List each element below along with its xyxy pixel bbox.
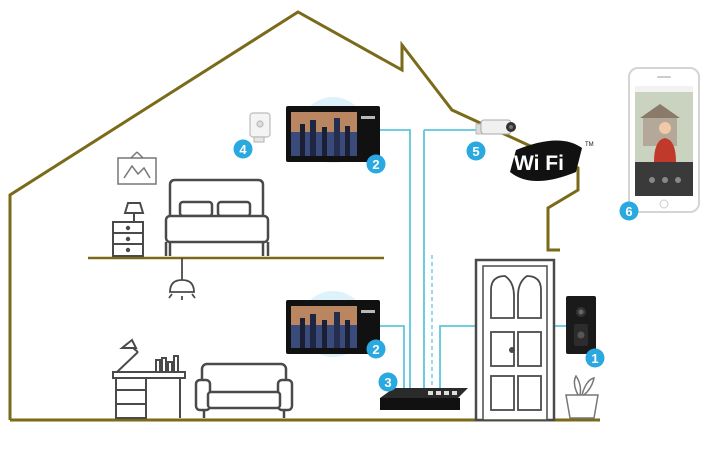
picture-frame: [117, 151, 157, 185]
badge-smartphone: 6: [619, 201, 639, 221]
ip-camera: [475, 119, 516, 135]
house-outline: [8, 10, 580, 420]
svg-text:4: 4: [239, 142, 247, 157]
armchair: [194, 362, 294, 418]
network-cables: [380, 129, 568, 392]
desk: [112, 338, 186, 419]
indoor-sensor: [249, 112, 271, 143]
smartphone: [628, 67, 700, 213]
potted-plant: [565, 374, 599, 419]
wifi-trademark: TM: [585, 142, 594, 148]
wifi-logo: Wi Fi TM: [510, 140, 594, 181]
badge-poe-switch: 3: [378, 372, 398, 392]
svg-text:5: 5: [472, 144, 479, 159]
indoor-monitor-upper: [286, 97, 380, 163]
badge-door-station: 1: [585, 348, 605, 368]
indoor-monitor-lower: [286, 291, 380, 357]
nightstand: [112, 202, 145, 257]
svg-text:6: 6: [625, 204, 632, 219]
svg-text:1: 1: [591, 351, 598, 366]
poe-switch: [380, 388, 468, 410]
badge-monitor-lower: 2: [366, 339, 386, 359]
badge-indoor-sensor: 4: [233, 139, 253, 159]
badge-ip-camera: 5: [466, 141, 486, 161]
svg-text:2: 2: [372, 342, 379, 357]
bed: [164, 178, 270, 256]
ceiling-lamp: [168, 258, 196, 300]
front-door: [474, 258, 556, 422]
badge-monitor-upper: 2: [366, 154, 386, 174]
svg-text:3: 3: [384, 375, 391, 390]
door-station: [566, 296, 596, 354]
wifi-logo-text: Wi Fi: [514, 152, 564, 175]
svg-text:2: 2: [372, 157, 379, 172]
